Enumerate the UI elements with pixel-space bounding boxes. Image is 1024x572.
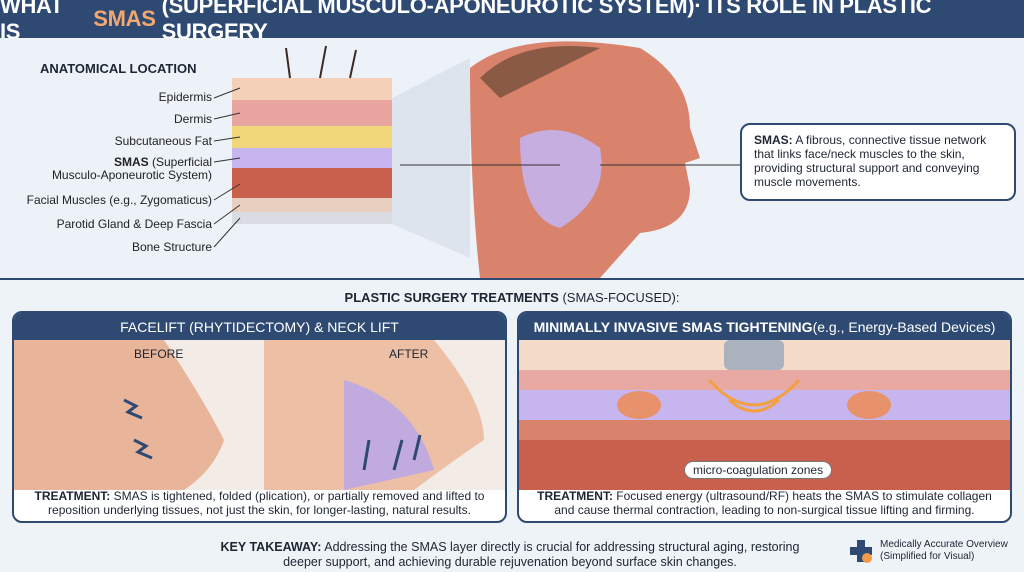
label-muscles: Facial Muscles (e.g., Zygomaticus) bbox=[26, 193, 212, 207]
minimal-header: MINIMALLY INVASIVE SMAS TIGHTENING (e.g.… bbox=[519, 313, 1010, 340]
after-label: AFTER bbox=[389, 347, 429, 361]
treatments-title: PLASTIC SURGERY TREATMENTS (SMAS-FOCUSED… bbox=[344, 290, 680, 305]
title-accent: SMAS bbox=[93, 6, 156, 31]
minimal-panel: MINIMALLY INVASIVE SMAS TIGHTENING (e.g.… bbox=[517, 311, 1012, 523]
anatomy-title: ANATOMICAL LOCATION bbox=[40, 61, 197, 76]
label-epidermis: Epidermis bbox=[158, 90, 212, 104]
energy-device-illustration bbox=[519, 340, 1010, 490]
skin-layers-block bbox=[232, 45, 392, 224]
section-divider bbox=[0, 278, 1024, 280]
accuracy-badge: Medically Accurate Overview(Simplified f… bbox=[848, 538, 1008, 564]
face-illustration bbox=[470, 41, 700, 278]
before-after-illustration bbox=[14, 340, 505, 490]
smas-definition-callout: SMAS: A fibrous, connective tissue netwo… bbox=[740, 123, 1016, 201]
facelift-description: TREATMENT: SMAS is tightened, folded (pl… bbox=[34, 489, 485, 517]
facelift-header: FACELIFT (RHYTIDECTOMY) & NECK LIFT bbox=[14, 313, 505, 340]
before-label: BEFORE bbox=[134, 347, 184, 361]
label-parotid: Parotid Gland & Deep Fascia bbox=[56, 217, 212, 231]
minimal-description: TREATMENT: Focused energy (ultrasound/RF… bbox=[537, 489, 992, 517]
zone-label: micro-coagulation zones bbox=[684, 461, 833, 479]
label-bone: Bone Structure bbox=[131, 240, 212, 254]
facelift-panel: FACELIFT (RHYTIDECTOMY) & NECK LIFT BEFO… bbox=[12, 311, 507, 523]
label-dermis: Dermis bbox=[174, 112, 212, 126]
medical-cross-icon bbox=[850, 540, 872, 563]
anatomy-illustration bbox=[213, 41, 740, 278]
label-fat: Subcutaneous Fat bbox=[114, 134, 212, 148]
key-takeaway: KEY TAKEAWAY: Addressing the SMAS layer … bbox=[220, 540, 800, 569]
